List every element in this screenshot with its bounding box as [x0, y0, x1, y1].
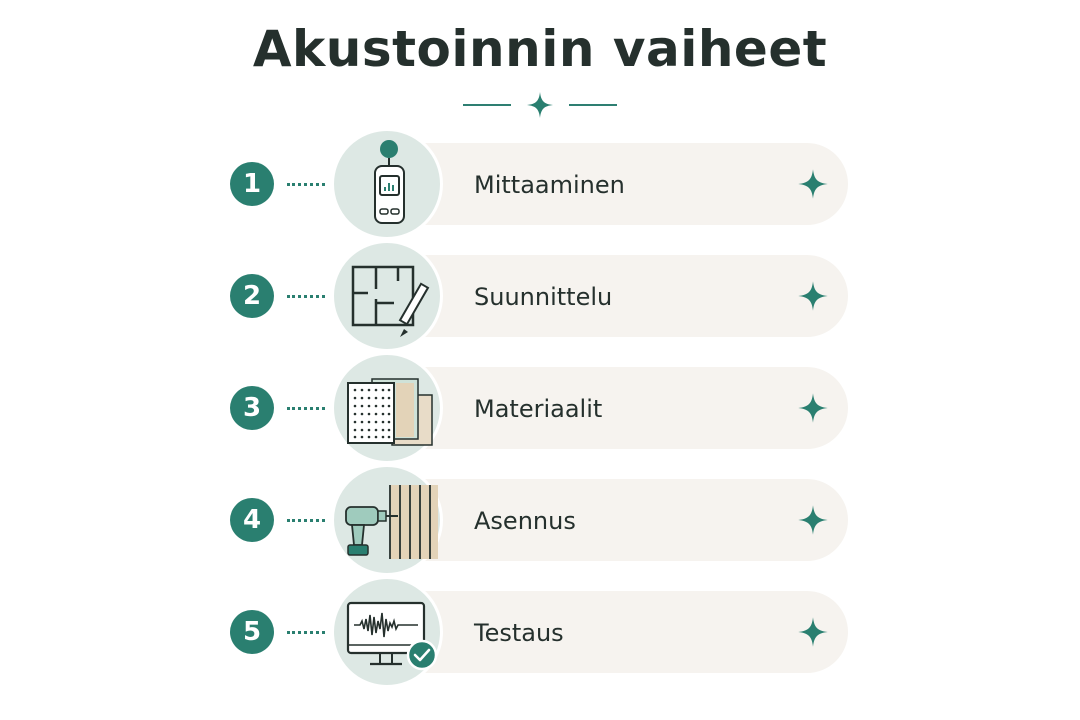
step-number: 3 [230, 386, 274, 430]
step-bar [415, 255, 848, 337]
title-divider [0, 88, 1080, 122]
step-1: 1 Mittaaminen [0, 128, 1080, 240]
sparkle-icon [798, 393, 828, 423]
step-bar [415, 591, 848, 673]
step-connector-dots [287, 295, 325, 298]
step-number: 2 [230, 274, 274, 318]
sparkle-icon [798, 505, 828, 535]
step-label: Testaus [474, 619, 564, 647]
step-bar [415, 143, 848, 225]
acoustic-panels-icon [347, 378, 433, 446]
step-3: 3 Materiaalit [0, 352, 1080, 464]
step-icon-circle [331, 576, 443, 688]
drill-wood-panel-icon [345, 485, 438, 559]
sparkle-icon [798, 281, 828, 311]
sparkle-icon [798, 617, 828, 647]
step-5: 5 Testaus [0, 576, 1080, 688]
step-number: 4 [230, 498, 274, 542]
divider-line-right [569, 104, 617, 106]
step-connector-dots [287, 519, 325, 522]
step-label: Materiaalit [474, 395, 603, 423]
step-label: Mittaaminen [474, 171, 625, 199]
sound-level-meter-icon [374, 140, 405, 224]
step-label: Asennus [474, 507, 576, 535]
step-bar [415, 479, 848, 561]
step-icon-circle [331, 240, 443, 352]
step-number: 5 [230, 610, 274, 654]
step-connector-dots [287, 631, 325, 634]
sparkle-icon [798, 169, 828, 199]
step-icon-circle [331, 352, 443, 464]
step-4: 4 Asennus [0, 464, 1080, 576]
monitor-waveform-check-icon [346, 601, 438, 671]
step-number: 1 [230, 162, 274, 206]
sparkle-icon [527, 92, 553, 118]
step-icon-circle [331, 128, 443, 240]
step-connector-dots [287, 407, 325, 410]
page-title: Akustoinnin vaiheet [252, 20, 828, 78]
step-icon-circle [331, 464, 443, 576]
divider-line-left [463, 104, 511, 106]
floor-plan-pencil-icon [351, 265, 430, 337]
step-connector-dots [287, 183, 325, 186]
step-bar [415, 367, 848, 449]
step-2: 2 Suunnittelu [0, 240, 1080, 352]
step-label: Suunnittelu [474, 283, 613, 311]
